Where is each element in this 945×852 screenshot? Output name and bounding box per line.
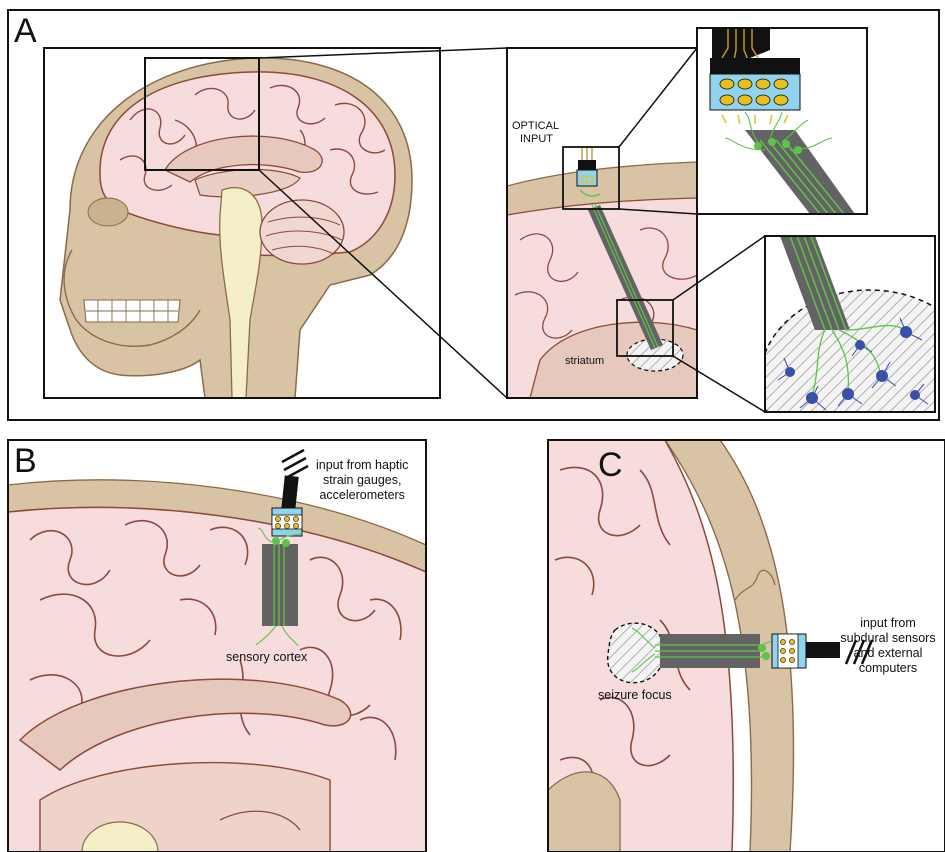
subdural-input-line2: subdural sensors xyxy=(832,631,944,646)
chip-closeup xyxy=(697,28,867,214)
sensory-cortex-label: sensory cortex xyxy=(226,650,307,664)
subdural-input-line1: input from xyxy=(832,616,944,631)
optical-input-line1: OPTICAL xyxy=(512,120,559,133)
haptic-input-line1: input from haptic xyxy=(316,458,408,473)
striatum-label: striatum xyxy=(565,354,604,368)
panel-b-letter: B xyxy=(14,444,37,478)
optical-input-label: OPTICAL INPUT xyxy=(512,120,559,146)
haptic-input-label: input from haptic strain gauges, acceler… xyxy=(316,458,408,503)
tip-closeup xyxy=(760,236,945,470)
optical-input-line2: INPUT xyxy=(512,133,559,146)
haptic-input-line2: strain gauges, xyxy=(316,473,408,488)
panel-a xyxy=(8,10,945,470)
panel-c-letter: C xyxy=(598,448,623,482)
brain-closeup xyxy=(507,48,697,398)
seizure-focus-label: seizure focus xyxy=(598,688,672,702)
probe-shaft-b xyxy=(262,544,298,626)
haptic-input-line3: accelerometers xyxy=(316,488,408,503)
head-sagittal-illustration xyxy=(44,48,440,398)
subdural-input-line3: and external xyxy=(832,646,944,661)
panel-a-letter: A xyxy=(14,14,37,48)
seizure-focus-region xyxy=(608,623,664,683)
subdural-input-line4: computers xyxy=(832,661,944,676)
subdural-input-label: input from subdural sensors and external… xyxy=(832,616,944,676)
